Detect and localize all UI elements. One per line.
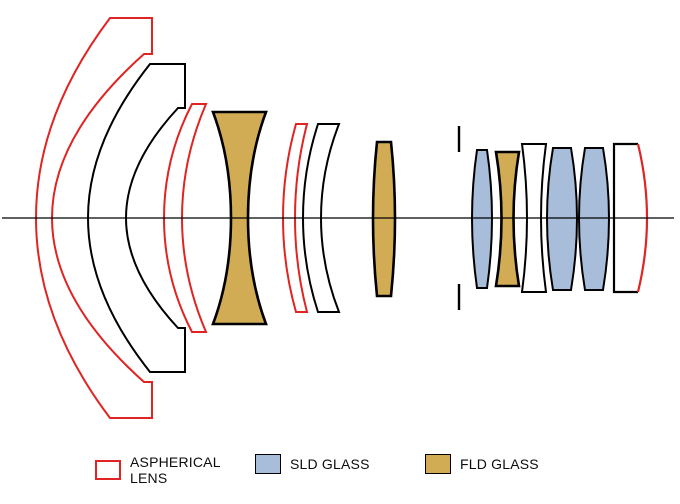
- legend-item-sld: SLD GLASS: [255, 454, 370, 474]
- lens-element-3-aspherical: [162, 103, 208, 333]
- legend: ASPHERICAL LENS SLD GLASS FLD GLASS: [0, 450, 680, 498]
- lens-element-2: [86, 63, 186, 373]
- fld-swatch-icon: [425, 454, 451, 474]
- legend-label-aspherical: ASPHERICAL LENS: [130, 454, 221, 487]
- lens-element-7-fld: [371, 140, 397, 298]
- lens-element-1-aspherical: [34, 17, 153, 419]
- lens-element-11-sld: [546, 147, 578, 291]
- legend-label-fld: FLD GLASS: [460, 455, 539, 472]
- aspherical-swatch-icon: [95, 460, 121, 481]
- lens-element-12-sld: [578, 147, 610, 291]
- legend-item-fld: FLD GLASS: [425, 454, 539, 474]
- lens-diagram: [2, 17, 674, 419]
- lens-element-9-fld: [494, 150, 521, 288]
- legend-label-sld: SLD GLASS: [290, 455, 370, 472]
- sld-swatch-icon: [255, 454, 281, 474]
- lens-element-8-sld: [471, 149, 493, 289]
- legend-item-aspherical: ASPHERICAL LENS: [95, 454, 226, 486]
